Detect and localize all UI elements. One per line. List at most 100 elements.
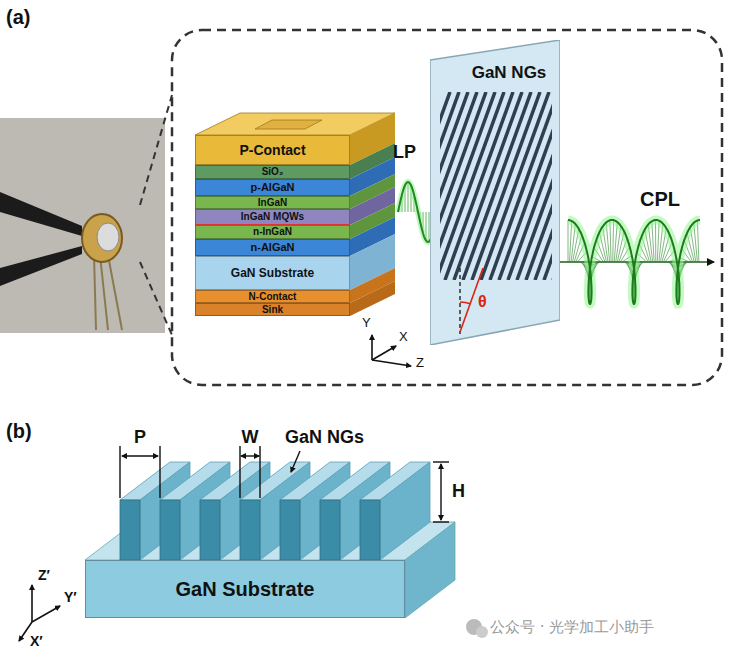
nanogratings [120, 462, 430, 560]
label: X′ [30, 634, 43, 649]
fin-front [360, 500, 380, 560]
helix-hatch [652, 221, 654, 262]
layer-label: n-AlGaN [251, 242, 295, 253]
callout-box [172, 30, 722, 385]
semiconductor-layer: p-AlGaN [195, 179, 350, 196]
layer-label: InGaN MQWs [241, 212, 304, 222]
dimension-tick [433, 461, 449, 462]
label: Y′ [64, 590, 77, 605]
stack-side [350, 281, 395, 316]
oxide-layer: SiO₂ [195, 165, 350, 179]
helix-hatch [697, 221, 699, 263]
label: (b) [6, 420, 32, 442]
fin-front [200, 500, 220, 560]
grating-plate: GaN NGs [430, 40, 560, 345]
cpl-helix [568, 220, 700, 304]
substrate-block: GaN Substrate [85, 560, 405, 618]
laser-can [82, 214, 122, 262]
semiconductor-layer: n-AlGaN [195, 239, 350, 256]
dimension-tick [259, 446, 260, 498]
dimension-tick [159, 446, 160, 498]
helix-hatch [570, 221, 572, 262]
layer-label: p-AlGaN [251, 182, 295, 193]
watermark: 公众号 · 光学加工小助手 [490, 619, 654, 636]
label: (a) [6, 6, 30, 28]
lp-wave [398, 182, 431, 242]
dimension-arrow [241, 455, 259, 456]
label: Y [362, 316, 371, 330]
grating-line [463, 92, 531, 280]
axis-y [371, 335, 373, 360]
axes [19, 585, 60, 641]
callout-line [140, 262, 172, 335]
substrate-side [405, 522, 455, 618]
fin-front [280, 500, 300, 560]
label: P [134, 428, 146, 448]
helix-line [568, 220, 700, 304]
wave-line [398, 182, 431, 242]
dimensions [120, 446, 449, 522]
semiconductor-layer: InGaN [195, 196, 350, 209]
dimension-tick [119, 446, 120, 498]
laser-pin [94, 255, 96, 330]
laser-pin [108, 255, 122, 330]
grating-line [481, 92, 549, 280]
grating-line [445, 92, 513, 280]
grating-line [535, 92, 552, 280]
tweezer [0, 246, 82, 286]
dimension-arrow [440, 464, 441, 520]
axis-y [32, 606, 60, 622]
tweezer [0, 192, 82, 236]
label: W [242, 428, 259, 448]
laser-stack-faces [195, 113, 395, 316]
semiconductor-layer: n-InGaN [195, 225, 350, 239]
axis-x [372, 346, 396, 360]
label: Z [416, 356, 424, 370]
laser-pin [100, 255, 108, 330]
contact-layer: P-Contact [195, 135, 350, 165]
label: CPL [640, 188, 680, 210]
fin-front [240, 500, 260, 560]
plate-drawing [430, 40, 560, 345]
layer-label: P-Contact [239, 143, 305, 157]
wechat-icon [476, 626, 488, 638]
fin-front [120, 500, 140, 560]
label: LP [393, 143, 416, 163]
substrate-layer: GaN Substrate [195, 256, 350, 290]
stack-ridge [255, 120, 322, 129]
layer-label: GaN Substrate [176, 579, 315, 599]
layer-label: Sink [262, 305, 283, 315]
helix-hatch [612, 220, 614, 262]
fin-side [380, 462, 430, 560]
leader-line [291, 451, 300, 472]
grating-line [454, 92, 522, 280]
quantum-well-layer: InGaN MQWs [195, 209, 350, 225]
contact-layer: N-Contact [195, 290, 350, 303]
reference-line [459, 268, 460, 334]
label: θ [478, 293, 487, 311]
helix-hatch [568, 220, 569, 262]
callout-line [140, 95, 172, 205]
layer-label: GaN NGs [472, 64, 547, 81]
label: X [399, 330, 408, 344]
dimension-tick [433, 521, 449, 522]
helix-glow [568, 220, 700, 304]
dimension-tick [239, 446, 240, 498]
layer-label: GaN Substrate [231, 267, 314, 279]
wave-glow [398, 182, 431, 242]
helix-hatch [655, 220, 656, 262]
layer-label: n-InGaN [253, 227, 292, 237]
laser-photo [0, 118, 165, 333]
grating-lines [440, 92, 552, 280]
label: H [452, 482, 465, 502]
grating-line [544, 92, 552, 280]
label: Z′ [38, 568, 50, 583]
fin-front [320, 500, 340, 560]
layer-label: N-Contact [249, 292, 297, 302]
layer-label: InGaN [258, 198, 287, 208]
laser-window [97, 223, 119, 251]
photo-ground [0, 118, 165, 333]
angle-arc [460, 302, 470, 304]
fin-front [160, 500, 180, 560]
